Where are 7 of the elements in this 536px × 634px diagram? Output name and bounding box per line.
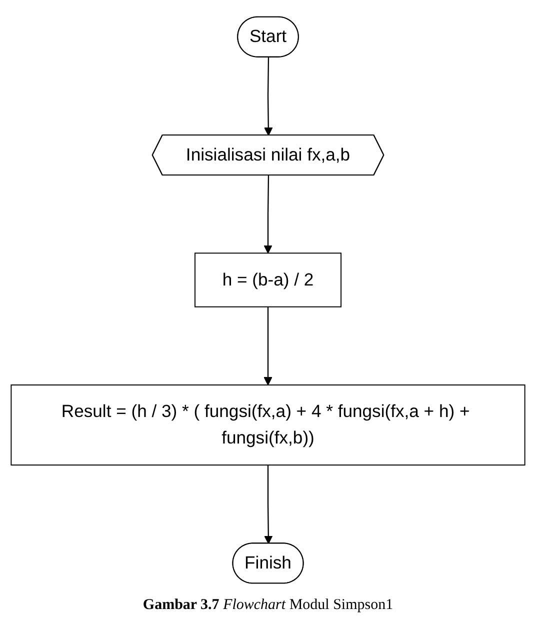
arrow [264, 175, 272, 254]
arrow [264, 57, 273, 136]
node-box: Result = (h / 3) * ( fungsi(fx,a) + 4 * fungsi(fx,a + h) + fungsi(fx,b)) [10, 384, 526, 466]
arrow [264, 306, 272, 386]
arrow [264, 465, 273, 544]
node-box: h = (b-a) / 2 [194, 252, 342, 308]
figure-caption: Gambar 3.7 Flowchart Modul Simpson1 [142, 597, 394, 614]
